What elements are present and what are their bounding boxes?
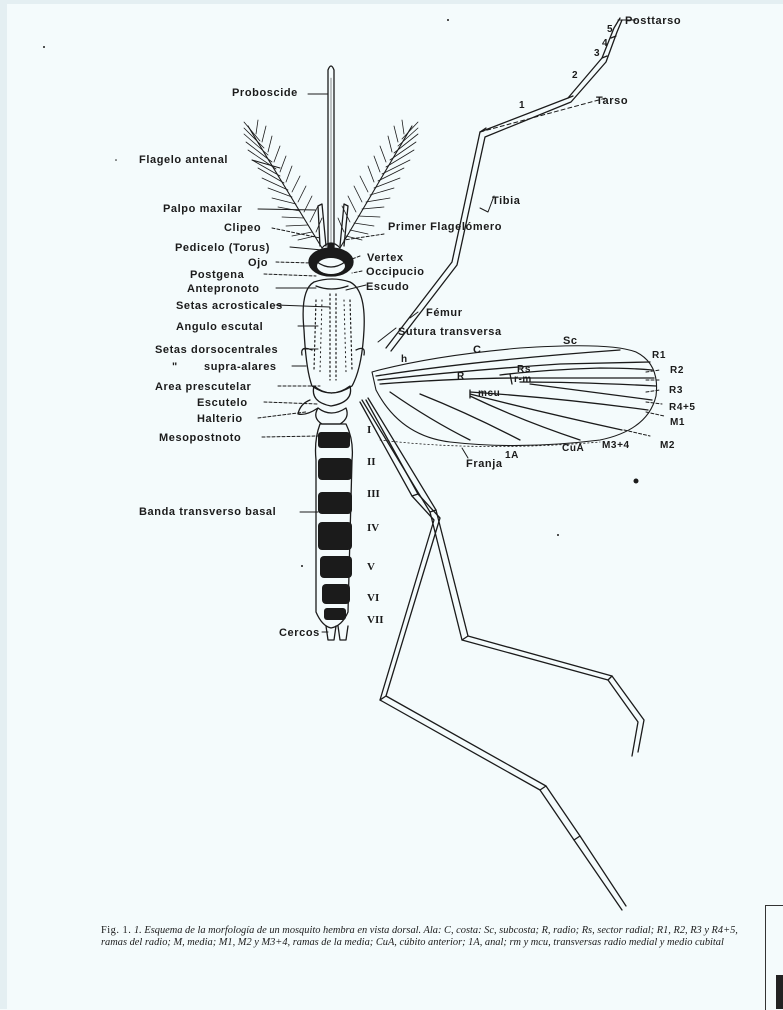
label-wing-h: h bbox=[401, 354, 408, 365]
label-wing-sc: Sc bbox=[563, 335, 578, 347]
diagram-labels: Posttarso Tarso 5 4 3 2 1 Proboscide Fla… bbox=[139, 15, 696, 639]
label-wing-r1: R1 bbox=[652, 350, 666, 361]
abdomen bbox=[316, 424, 353, 640]
label-cercos: Cercos bbox=[279, 627, 320, 639]
segment-label: II bbox=[367, 456, 376, 468]
label-wing-m34: M3+4 bbox=[602, 440, 630, 451]
label-banda-transverso-basal: Banda transverso basal bbox=[139, 506, 276, 518]
label-postgena: Postgena bbox=[190, 269, 245, 281]
label-tarsal-3: 3 bbox=[594, 48, 600, 59]
label-angulo-escutal: Angulo escutal bbox=[176, 321, 263, 333]
label-occipucio: Occipucio bbox=[366, 266, 425, 278]
label-ojo: Ojo bbox=[248, 257, 268, 269]
label-setas-dorsocentrales: Setas dorsocentrales bbox=[155, 344, 278, 356]
label-wing-c: C bbox=[473, 344, 482, 356]
segment-label: IV bbox=[367, 522, 379, 534]
label-pedicelo: Pedicelo (Torus) bbox=[175, 242, 270, 254]
label-primer-flagelomero: Primer Flagelómero bbox=[388, 221, 502, 233]
proboscis bbox=[328, 66, 334, 250]
label-proboscide: Proboscide bbox=[232, 87, 298, 99]
label-antepronoto: Antepronoto bbox=[187, 283, 260, 295]
segment-label: III bbox=[367, 488, 380, 500]
abdominal-segment-numerals: I II III IV V VI VII bbox=[367, 424, 384, 626]
label-wing-r2: R2 bbox=[670, 365, 684, 376]
thorax bbox=[298, 279, 364, 424]
segment-label: V bbox=[367, 561, 375, 573]
label-tarso: Tarso bbox=[596, 95, 628, 107]
label-wing-rm: r-m bbox=[514, 374, 532, 385]
label-palpo-maxilar: Palpo maxilar bbox=[163, 203, 242, 215]
label-tarsal-1: 1 bbox=[519, 100, 525, 111]
label-vertex: Vertex bbox=[367, 252, 404, 264]
label-tarsal-5: 5 bbox=[607, 24, 613, 35]
segment-label: VII bbox=[367, 614, 384, 626]
label-wing-1a: 1A bbox=[505, 450, 519, 461]
label-setas-acrosticales: Setas acrosticales bbox=[176, 300, 283, 312]
label-tibia: Tibia bbox=[492, 195, 521, 207]
label-tarsal-2: 2 bbox=[572, 70, 578, 81]
segment-label: I bbox=[367, 424, 371, 436]
label-mesopostnoto: Mesopostnoto bbox=[159, 432, 241, 444]
segment-label: VI bbox=[367, 592, 379, 604]
maxillary-palps bbox=[318, 204, 348, 246]
label-wing-r: R bbox=[457, 371, 465, 382]
wing bbox=[372, 346, 657, 447]
label-supra-alares-mark: " bbox=[172, 361, 178, 373]
label-escutelo: Escutelo bbox=[197, 397, 248, 409]
hind-leg-upper bbox=[386, 18, 622, 351]
figure-label: Fig. 1. bbox=[101, 925, 131, 936]
label-wing-r3: R3 bbox=[669, 385, 683, 396]
label-area-prescutelar: Area prescutelar bbox=[155, 381, 252, 393]
label-wing-cua: CuA bbox=[562, 443, 584, 454]
figure-caption: Fig. 1. 1. Esquema de la morfología de u… bbox=[101, 925, 746, 949]
label-femur: Fémur bbox=[426, 307, 463, 319]
head bbox=[309, 243, 353, 276]
label-escudo: Escudo bbox=[366, 281, 409, 293]
label-tarsal-4: 4 bbox=[602, 38, 608, 49]
label-clipeo: Clipeo bbox=[224, 222, 261, 234]
label-flagelo-antenal: Flagelo antenal bbox=[139, 154, 228, 166]
label-supra-alares: supra-alares bbox=[204, 361, 277, 373]
label-wing-mcu: mcu bbox=[478, 388, 500, 399]
lower-legs bbox=[360, 398, 644, 910]
label-wing-m1: M1 bbox=[670, 417, 685, 428]
label-wing-r45: R4+5 bbox=[669, 402, 696, 413]
label-halterio: Halterio bbox=[197, 413, 243, 425]
figure-caption-text: 1. Esquema de la morfología de un mosqui… bbox=[101, 925, 738, 948]
corner-block bbox=[776, 975, 783, 1009]
specks bbox=[43, 19, 639, 567]
label-sutura-transversa: Sutura transversa bbox=[398, 326, 502, 338]
label-posttarso: Posttarso bbox=[625, 15, 681, 27]
label-wing-m2: M2 bbox=[660, 440, 675, 451]
label-franja: Franja bbox=[466, 458, 503, 470]
